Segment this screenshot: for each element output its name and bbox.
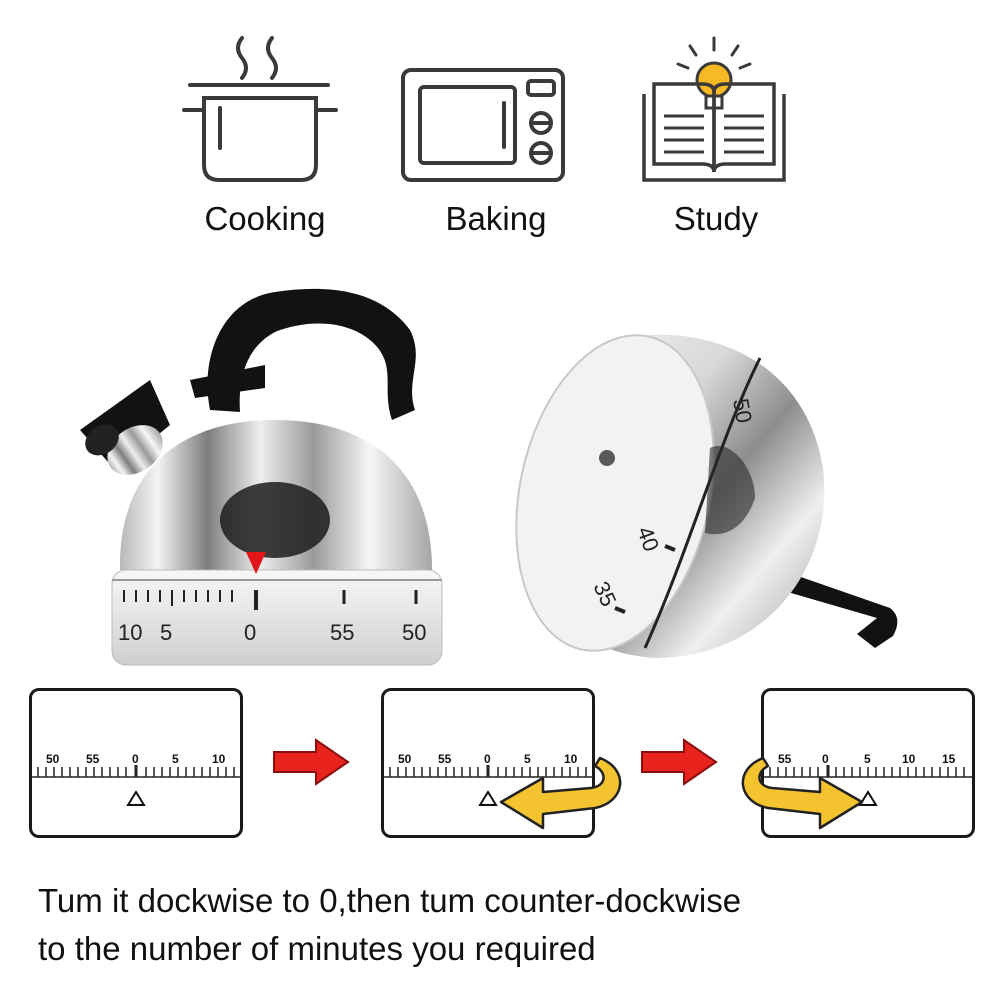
red-arrow-icon — [641, 738, 718, 786]
yellow-curved-arrow-right-icon — [741, 756, 864, 830]
panel-set-minutes: 55 0 5 10 15 — [761, 688, 975, 838]
scale-num: 55 — [438, 752, 452, 766]
baking-label: Baking — [445, 200, 547, 237]
scale-num: 55 — [778, 752, 792, 766]
dial-num-50: 50 — [402, 620, 426, 645]
side-view-timer-image: 50 40 35 — [515, 334, 898, 658]
scale-num: 0 — [822, 752, 829, 766]
instruction-line-2: to the number of minutes you required — [38, 930, 596, 967]
tick-scale — [769, 765, 965, 777]
scale-num: 10 — [902, 752, 916, 766]
red-marker — [246, 552, 266, 574]
side-num-50: 50 — [728, 397, 757, 425]
scale-num: 10 — [564, 752, 578, 766]
kettle-timer-image: 10 5 0 55 50 — [80, 288, 443, 666]
scale-num: 15 — [942, 752, 956, 766]
dial-num-10: 10 — [118, 620, 142, 645]
scale-num: 55 — [86, 752, 100, 766]
study-label: Study — [673, 200, 759, 237]
cooking-label: Cooking — [204, 200, 326, 237]
yellow-curved-arrow-left-icon — [499, 756, 622, 830]
pot-icon — [182, 36, 338, 182]
scale-num: 5 — [524, 752, 531, 766]
panel-start: 50 55 0 5 10 — [29, 688, 243, 838]
tick-scale — [37, 765, 235, 777]
scale-num: 5 — [864, 752, 871, 766]
scale-num: 50 — [46, 752, 60, 766]
dial-num-5: 5 — [160, 620, 172, 645]
pointer-triangle — [126, 790, 146, 806]
book-icon — [642, 36, 786, 182]
scale-num: 5 — [172, 752, 179, 766]
dial-num-55: 55 — [330, 620, 354, 645]
dial-num-0: 0 — [244, 620, 256, 645]
pointer-triangle — [478, 790, 498, 806]
scale-num: 50 — [398, 752, 412, 766]
kettle-handle — [207, 288, 416, 420]
scale-num: 0 — [484, 752, 491, 766]
scale-num: 10 — [212, 752, 226, 766]
pointer-triangle — [858, 790, 878, 806]
microwave-icon — [401, 68, 565, 182]
instruction-line-1: Tum it dockwise to 0,then tum counter-do… — [38, 882, 742, 919]
red-arrow-icon — [273, 738, 350, 786]
tick-scale — [389, 765, 587, 777]
scale-num: 0 — [132, 752, 139, 766]
